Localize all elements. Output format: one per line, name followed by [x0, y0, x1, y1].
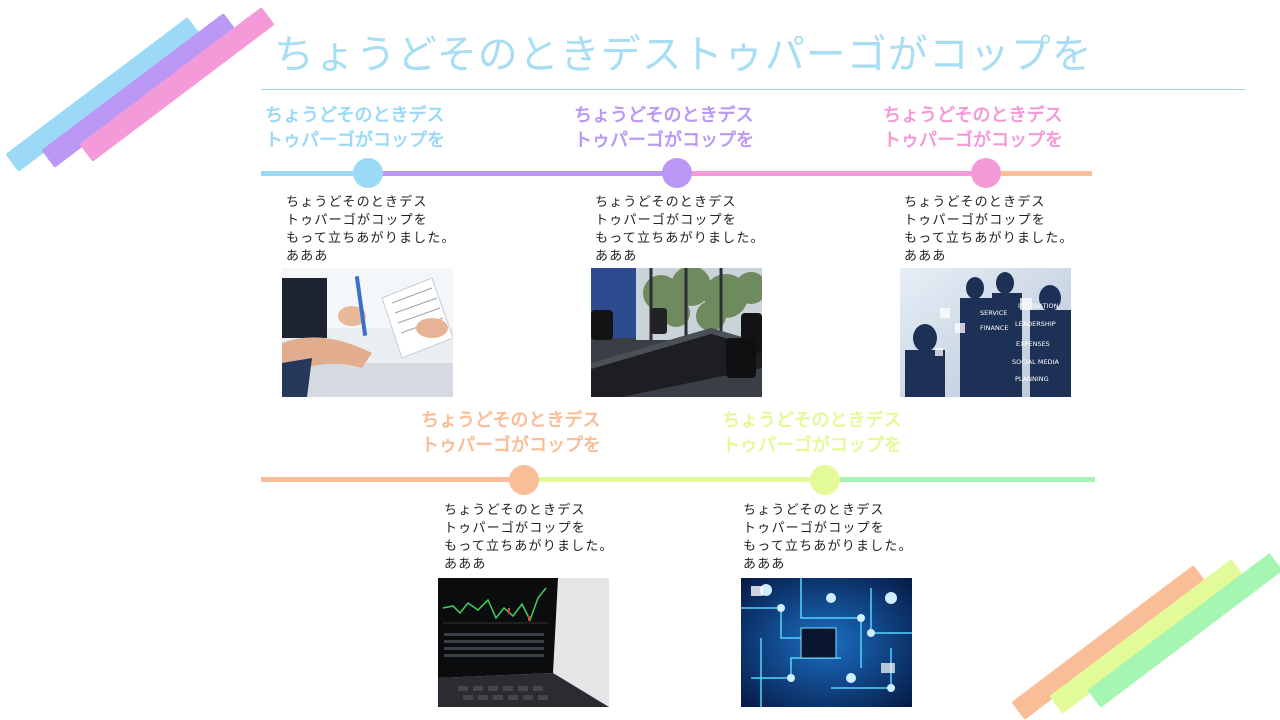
timeline-segment	[825, 477, 1095, 482]
page-title: ちょうどそのときデストゥパーゴがコップを	[274, 32, 1093, 78]
timeline-node-5	[810, 465, 840, 495]
item-heading-3: ちょうどそのときデス トゥパーゴがコップを	[883, 105, 1063, 151]
item-description-4: ちょうどそのときデス トゥパーゴがコップを もって立ちあがりました。 あああ	[444, 503, 614, 572]
timeline-segment	[524, 477, 825, 482]
item-heading-1: ちょうどそのときデス トゥパーゴがコップを	[265, 105, 445, 151]
item-heading-2: ちょうどそのときデス トゥパーゴがコップを	[574, 105, 754, 151]
business-team-photo: SERVICE LEADERSHIP FINANCE EXPENSES SOCI…	[900, 268, 1071, 397]
item-heading-4: ちょうどそのときデス トゥパーゴがコップを	[421, 410, 601, 456]
timeline-node-2	[662, 158, 692, 188]
timeline-segment	[368, 171, 677, 176]
timeline-segment	[986, 171, 1092, 176]
timeline-segment	[261, 171, 368, 176]
digital-network-photo	[741, 578, 912, 707]
decor-stripe-purple	[41, 13, 237, 168]
photo-label: LEADERSHIP	[1015, 320, 1056, 328]
timeline-segment	[261, 477, 524, 482]
title-divider	[261, 89, 1245, 90]
item-description-1: ちょうどそのときデス トゥパーゴがコップを もって立ちあがりました。 あああ	[286, 195, 456, 264]
timeline-node-1	[353, 158, 383, 188]
photo-label: FINANCE	[980, 324, 1008, 332]
item-heading-5: ちょうどそのときデス トゥパーゴがコップを	[722, 410, 902, 456]
photo-label: INNOVATION	[1018, 302, 1059, 310]
photo-label: SERVICE	[980, 309, 1007, 317]
item-description-5: ちょうどそのときデス トゥパーゴがコップを もって立ちあがりました。 あああ	[743, 503, 913, 572]
photo-label: EXPENSES	[1016, 340, 1050, 348]
timeline-node-4	[509, 465, 539, 495]
photo-label: SOCIAL MEDIA	[1012, 358, 1059, 366]
item-description-3: ちょうどそのときデス トゥパーゴがコップを もって立ちあがりました。 あああ	[904, 195, 1074, 264]
business-documents-photo	[282, 268, 453, 397]
meeting-room-photo	[591, 268, 762, 397]
item-description-2: ちょうどそのときデス トゥパーゴがコップを もって立ちあがりました。 あああ	[595, 195, 765, 264]
timeline-node-3	[971, 158, 1001, 188]
timeline-segment	[677, 171, 986, 176]
photo-label: PLANNING	[1015, 375, 1049, 383]
stock-chart-laptop-photo	[438, 578, 609, 707]
decor-stripe-lime	[1049, 559, 1245, 714]
